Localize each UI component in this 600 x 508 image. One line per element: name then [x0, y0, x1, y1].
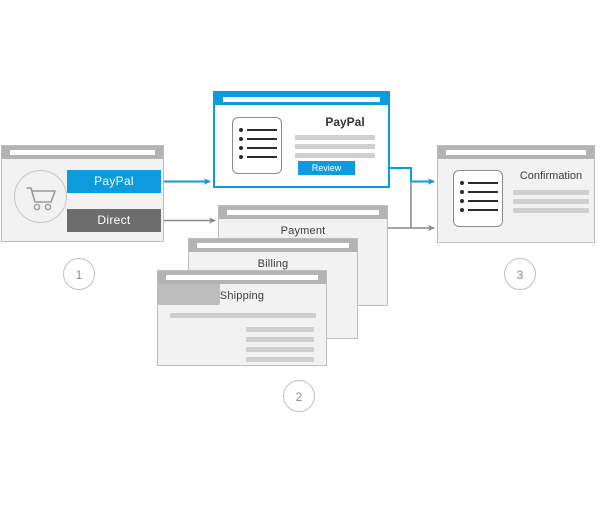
document-line [247, 156, 277, 158]
window-titlebar [2, 146, 163, 159]
direct-choice-button[interactable]: Direct [67, 209, 161, 232]
confirmation-content-bar [513, 190, 589, 195]
document-bullet [239, 137, 243, 141]
document-row [239, 155, 277, 159]
paypal-content-bar [295, 144, 375, 149]
shipping-text-line [246, 357, 314, 362]
step-badge-2: 2 [283, 380, 315, 412]
list-document-icon [232, 117, 282, 174]
billing-window-title: Billing [257, 258, 289, 270]
document-bullet [239, 146, 243, 150]
step-badge-3: 3 [504, 258, 536, 290]
paypal-choice-button[interactable]: PayPal [67, 170, 161, 193]
document-line [468, 200, 498, 202]
document-bullet [460, 199, 464, 203]
document-line [247, 138, 277, 140]
cart-icon-circle [14, 170, 67, 223]
document-row [239, 128, 277, 132]
window-titlebar [219, 206, 387, 219]
document-bullet [239, 128, 243, 132]
titlebar-inner-bar [227, 210, 379, 215]
window-titlebar [158, 271, 326, 284]
window-titlebar [438, 146, 594, 159]
document-bullet [460, 181, 464, 185]
document-line [468, 182, 498, 184]
paypal-content-bar [295, 135, 375, 140]
document-line [468, 191, 498, 193]
confirmation-heading: Confirmation [519, 170, 583, 182]
confirmation-content-bar [513, 208, 589, 213]
paypal-content-bar [295, 153, 375, 158]
document-line [247, 129, 277, 131]
payment-window-title: Payment [280, 225, 326, 237]
step-badge-1: 1 [63, 258, 95, 290]
document-row [460, 208, 498, 212]
paypal-heading: PayPal [325, 115, 365, 129]
document-bullet [460, 208, 464, 212]
shopping-cart-icon [26, 187, 56, 211]
titlebar-inner-bar [223, 96, 380, 102]
document-row [460, 190, 498, 194]
shipping-wide-bar [170, 313, 316, 318]
connector-payment-stack-to-confirmation [388, 181, 435, 232]
window-titlebar [215, 93, 388, 105]
titlebar-inner-bar [10, 150, 155, 155]
document-row [460, 181, 498, 185]
confirmation-window: Confirmation [437, 145, 595, 243]
shipping-text-line [246, 347, 314, 352]
shipping-window[interactable]: Shipping [157, 270, 327, 366]
review-button[interactable]: Review [298, 161, 355, 175]
document-row [239, 146, 277, 150]
document-row [460, 199, 498, 203]
confirmation-content-bar [513, 199, 589, 204]
titlebar-inner-bar [197, 243, 349, 248]
window-titlebar [189, 239, 357, 252]
titlebar-inner-bar [166, 275, 318, 280]
shipping-text-line [246, 337, 314, 342]
list-document-icon [453, 170, 503, 227]
titlebar-inner-bar [446, 150, 586, 155]
document-bullet [239, 155, 243, 159]
shipping-text-line [246, 327, 314, 332]
document-line [468, 209, 498, 211]
document-row [239, 137, 277, 141]
document-line [247, 147, 277, 149]
shipping-window-title: Shipping [219, 290, 265, 302]
document-bullet [460, 190, 464, 194]
